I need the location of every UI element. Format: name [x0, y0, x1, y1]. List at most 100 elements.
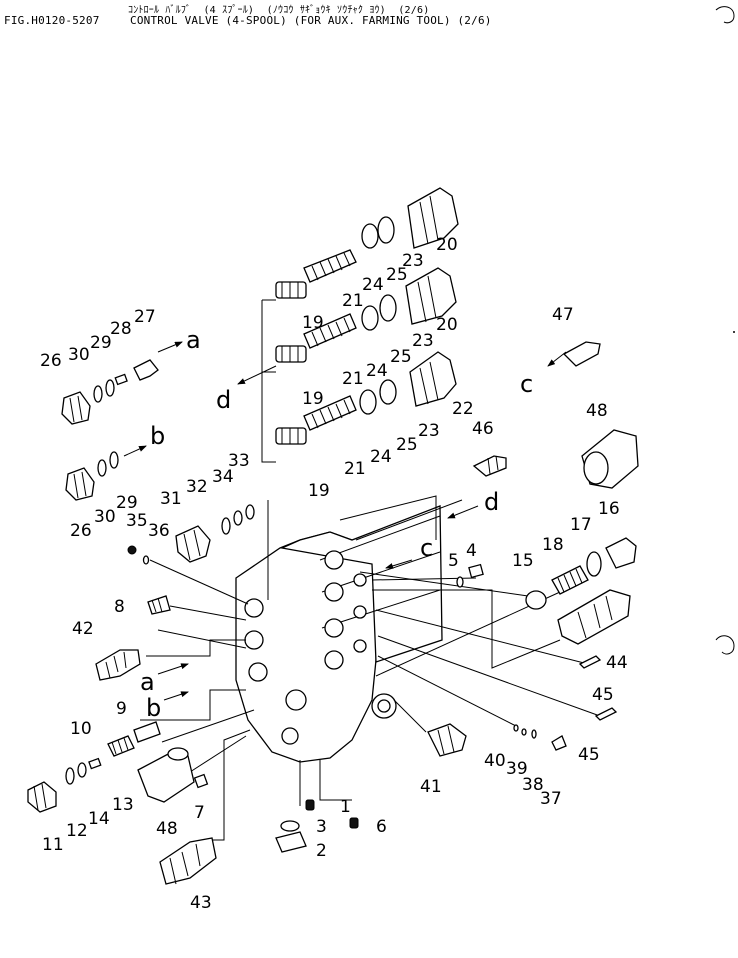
label-4: 4: [466, 541, 477, 561]
label-26b: 26: [70, 521, 92, 541]
arrow-c-right: [385, 559, 413, 569]
valve-44: [557, 589, 631, 645]
label-21c: 21: [344, 459, 366, 479]
plug-8: [147, 595, 171, 615]
label-23b: 23: [412, 331, 434, 351]
label-36: 36: [148, 521, 170, 541]
label-21a: 21: [342, 291, 364, 311]
arrow-b-left: [163, 691, 189, 701]
label-44: 44: [606, 653, 628, 673]
fitting-46: [472, 455, 507, 477]
label-25c: 25: [396, 435, 418, 455]
ref-d-right: d: [484, 488, 499, 516]
label-32: 32: [186, 477, 208, 497]
valve-body: [235, 505, 443, 784]
japanese-title: ｺﾝﾄﾛｰﾙ ﾊﾞﾙﾌﾞ (4 ｽﾌﾟｰﾙ) (ﾉｳｺｳ ｻｷﾞｮｳｷ ｿｳﾁｬ…: [128, 5, 430, 16]
plug-assembly-b: [65, 445, 147, 501]
figure-number: FIG.H0120-5207: [4, 14, 100, 27]
fitting-42: [95, 649, 141, 681]
label-19a: 19: [302, 313, 324, 333]
fitting-41: [427, 723, 467, 757]
label-30b: 30: [94, 507, 116, 527]
label-37: 37: [540, 789, 562, 809]
label-8: 8: [114, 597, 125, 617]
ref-b-left: b: [146, 694, 161, 722]
ref-a-left: a: [140, 668, 155, 696]
label-10: 10: [70, 719, 92, 739]
label-23a: 23: [402, 251, 424, 271]
arrow-d-left: [237, 365, 277, 385]
label-40: 40: [484, 751, 506, 771]
spool-assembly-2: [275, 267, 457, 363]
plug-11-assembly: [27, 721, 161, 813]
label-6: 6: [376, 817, 387, 837]
binder-hole-marks: [715, 6, 735, 655]
ref-a-top: a: [186, 326, 201, 354]
label-3: 3: [316, 817, 327, 837]
label-23c: 23: [418, 421, 440, 441]
label-1: 1: [340, 797, 351, 817]
label-39: 39: [506, 759, 528, 779]
label-26a: 26: [40, 351, 62, 371]
bolts-45: [578, 655, 618, 721]
label-22: 22: [452, 399, 474, 419]
label-34: 34: [212, 467, 234, 487]
solenoid-48-left: [137, 747, 195, 803]
parts-37-40: [513, 724, 567, 751]
label-7: 7: [194, 803, 205, 823]
label-2: 2: [316, 841, 327, 861]
ref-d-left: d: [216, 386, 231, 414]
label-47: 47: [552, 305, 574, 325]
label-25b: 25: [390, 347, 412, 367]
label-18: 18: [542, 535, 564, 555]
part-4-5: [456, 563, 484, 588]
label-20a: 20: [436, 235, 458, 255]
label-48a: 48: [156, 819, 178, 839]
label-45b: 45: [578, 745, 600, 765]
bottom-small-parts: [275, 799, 359, 853]
ref-c-right: c: [520, 370, 533, 398]
label-13: 13: [112, 795, 134, 815]
label-20b: 20: [436, 315, 458, 335]
label-29a: 29: [90, 333, 112, 353]
label-35: 35: [126, 511, 148, 531]
label-46: 46: [472, 419, 494, 439]
label-9: 9: [116, 699, 127, 719]
part-labels: 1 2 3 4 5 6 7 8 9 10 11 12 13 14 15 16 1…: [40, 235, 628, 913]
arrow-d-right: [447, 505, 479, 519]
label-45a: 45: [592, 685, 614, 705]
label-42: 42: [72, 619, 94, 639]
valve-43: [159, 837, 217, 885]
label-21b: 21: [342, 369, 364, 389]
spool-assembly-1: [275, 187, 459, 299]
label-17: 17: [570, 515, 592, 535]
label-24b: 24: [366, 361, 388, 381]
label-27: 27: [134, 307, 156, 327]
spool-assembly-3: [275, 351, 457, 445]
reference-letters: a a b b c c d d: [140, 326, 533, 722]
label-11: 11: [42, 835, 64, 855]
label-12: 12: [66, 821, 88, 841]
label-16: 16: [598, 499, 620, 519]
label-19b: 19: [302, 389, 324, 409]
label-24a: 24: [362, 275, 384, 295]
label-15: 15: [512, 551, 534, 571]
label-24c: 24: [370, 447, 392, 467]
label-33: 33: [228, 451, 250, 471]
label-25a: 25: [386, 265, 408, 285]
label-5: 5: [448, 551, 459, 571]
label-29b: 29: [116, 493, 138, 513]
label-48b: 48: [586, 401, 608, 421]
label-31: 31: [160, 489, 182, 509]
bolt-7: [193, 773, 209, 789]
fitting-47: [547, 341, 601, 367]
label-28: 28: [110, 319, 132, 339]
label-30a: 30: [68, 345, 90, 365]
solenoid-48-right: [581, 429, 639, 489]
ref-c-body: c: [420, 534, 433, 562]
label-19c: 19: [308, 481, 330, 501]
label-14: 14: [88, 809, 110, 829]
label-43: 43: [190, 893, 212, 913]
plug-31-cluster: [127, 504, 255, 565]
